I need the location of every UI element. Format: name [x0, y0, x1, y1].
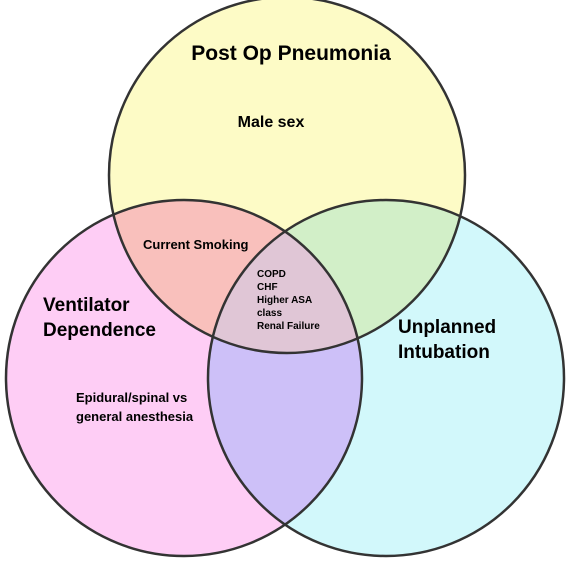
region-item-renal-failure: Renal Failure: [257, 321, 320, 332]
region-item-epidural-line1: Epidural/spinal vs: [76, 390, 187, 405]
region-item-higher-asa: Higher ASA: [257, 295, 312, 306]
region-item-copd: COPD: [257, 269, 286, 280]
set-title-unplanned-intubation-line2: Intubation: [398, 342, 490, 363]
region-item-current-smoking: Current Smoking: [143, 237, 249, 252]
region-item-class: class: [257, 308, 282, 319]
region-item-epidural-line2: general anesthesia: [76, 409, 194, 424]
set-title-post-op-pneumonia: Post Op Pneumonia: [191, 42, 391, 65]
outline-unplanned-intubation: [206, 198, 566, 558]
overlap-all-three: [208, 200, 362, 353]
outline-post-op-pneumonia: [107, 0, 467, 355]
region-item-male-sex: Male sex: [238, 114, 305, 131]
circle-outlines: [4, 0, 566, 558]
set-title-ventilator-dependence-line1: Ventilator: [43, 295, 130, 316]
region-item-chf: CHF: [257, 282, 278, 293]
set-title-unplanned-intubation-line1: Unplanned: [398, 317, 496, 338]
set-title-ventilator-dependence-line2: Dependence: [43, 320, 156, 341]
outline-ventilator-dependence: [4, 198, 364, 558]
